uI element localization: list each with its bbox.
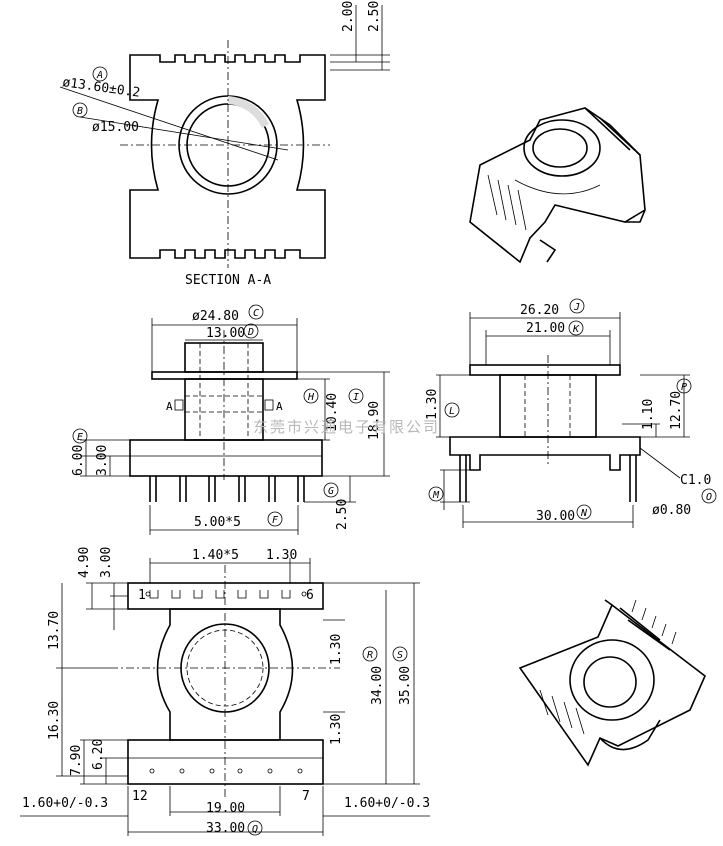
callout-o: O xyxy=(706,492,712,503)
section-mark-left: A xyxy=(166,400,173,413)
dim-2-50: 2.50 xyxy=(367,1,382,32)
dim-1-40x5: 1.40*5 xyxy=(192,548,239,563)
section-title: SECTION A-A xyxy=(185,273,271,288)
dim-13-00: 13.00 xyxy=(206,326,245,341)
callout-l-circle xyxy=(444,402,460,418)
section-mark-right: A xyxy=(276,400,283,413)
dim-30-00: 30.00 xyxy=(536,509,575,524)
callout-b-circle xyxy=(72,102,88,118)
iso-view-bottom xyxy=(518,599,706,767)
callout-d: D xyxy=(247,327,254,338)
dim-19-00: 19.00 xyxy=(206,801,245,816)
callout-g: G xyxy=(328,486,334,497)
bottom-pin-dots xyxy=(145,591,307,774)
callout-e: E xyxy=(77,432,83,443)
dim-21-00: 21.00 xyxy=(526,321,565,336)
dim-1-30-low: 1.30 xyxy=(329,714,344,745)
dim-12-70: 12.70 xyxy=(669,391,684,430)
top-view: 2.00 2.50 A ø13.60±0.2 B ø15.00 SECTION … xyxy=(59,1,390,288)
callout-r-circle xyxy=(362,646,378,662)
callout-j: J xyxy=(573,302,580,313)
callout-p: P xyxy=(681,382,687,393)
callout-f: F xyxy=(272,515,279,526)
callout-n-circle xyxy=(576,504,592,520)
dim-10-40: 10.40 xyxy=(325,393,340,432)
dim-15-00: ø15.00 xyxy=(92,120,139,135)
dim-c1-0: C1.0 xyxy=(680,473,711,488)
callout-h: H xyxy=(307,392,315,403)
front-pins xyxy=(149,476,305,502)
dim-1-30-mid: 1.30 xyxy=(329,634,344,665)
callout-m-circle xyxy=(428,486,444,502)
callout-j-circle xyxy=(569,298,585,314)
dim-1-30-side: 1.30 xyxy=(425,389,440,420)
dim-13-70: 13.70 xyxy=(47,611,62,650)
dim-1-10: 1.10 xyxy=(641,399,656,430)
callout-q: Q xyxy=(252,824,258,835)
dim-18-90: 18.90 xyxy=(367,401,382,440)
callout-e-circle xyxy=(72,428,88,444)
pin-7: 7 xyxy=(302,789,310,804)
dim-26-20: 26.20 xyxy=(520,303,559,318)
callout-g-circle xyxy=(323,482,339,498)
callout-c: C xyxy=(253,308,259,319)
front-view: ø24.80 C 13.00 D A A H 10.40 I 18.90 E 6… xyxy=(71,304,390,535)
callout-s: S xyxy=(397,650,403,661)
callout-a: A xyxy=(96,70,103,81)
dim-5-00x5: 5.00*5 xyxy=(194,515,241,530)
callout-h-circle xyxy=(303,388,319,404)
callout-c-circle xyxy=(248,304,264,320)
iso-view-top xyxy=(469,107,646,264)
dim-1-60-left: 1.60+0/-0.3 xyxy=(22,796,108,811)
watermark: 东莞市兴通电子有限公司 xyxy=(253,418,440,436)
dim-1-30-top: 1.30 xyxy=(266,548,297,563)
dim-2-00: 2.00 xyxy=(341,1,356,32)
dim-6-00: 6.00 xyxy=(71,445,86,476)
dim-34-00: 34.00 xyxy=(370,666,385,705)
pin-1: 1 xyxy=(138,588,146,603)
callout-i-circle xyxy=(348,388,364,404)
pin-12: 12 xyxy=(132,789,148,804)
dim-3-00: 3.00 xyxy=(95,445,110,476)
pin-6: 6 xyxy=(306,588,314,603)
dim-6-20: 6.20 xyxy=(91,739,106,770)
dim-3-00-bottom: 3.00 xyxy=(99,547,114,578)
callout-m: M xyxy=(432,490,440,501)
dim-2-50-front: 2.50 xyxy=(335,499,350,530)
callout-a-circle xyxy=(92,66,108,82)
callout-s-circle xyxy=(392,646,408,662)
callout-n: N xyxy=(580,508,588,519)
dim-16-30: 16.30 xyxy=(47,701,62,740)
callout-d-circle xyxy=(243,323,259,339)
callout-k: K xyxy=(572,324,580,335)
callout-k-circle xyxy=(568,320,584,336)
dim-1-60-right: 1.60+0/-0.3 xyxy=(344,796,430,811)
dim-7-90: 7.90 xyxy=(69,745,84,776)
dim-24-80: ø24.80 xyxy=(192,309,239,324)
callout-q-circle xyxy=(247,820,263,836)
dim-33-00: 33.00 xyxy=(206,821,245,836)
dim-4-90: 4.90 xyxy=(77,547,92,578)
dim-0-80: ø0.80 xyxy=(652,503,691,518)
callout-b: B xyxy=(77,106,83,117)
callout-i: I xyxy=(353,392,359,403)
side-view: 26.20 J 21.00 K 1.30 L P 12.70 1.10 C1.0… xyxy=(425,298,717,528)
bottom-view: 1 6 12 7 1.40*5 1.30 4.90 3.00 13.70 16.… xyxy=(20,547,430,836)
dim-35-00: 35.00 xyxy=(398,666,413,705)
callout-f-circle xyxy=(267,511,283,527)
callout-l: L xyxy=(449,406,455,417)
callout-p-circle xyxy=(676,378,692,394)
callout-o-circle xyxy=(701,488,717,504)
callout-r: R xyxy=(367,650,373,661)
